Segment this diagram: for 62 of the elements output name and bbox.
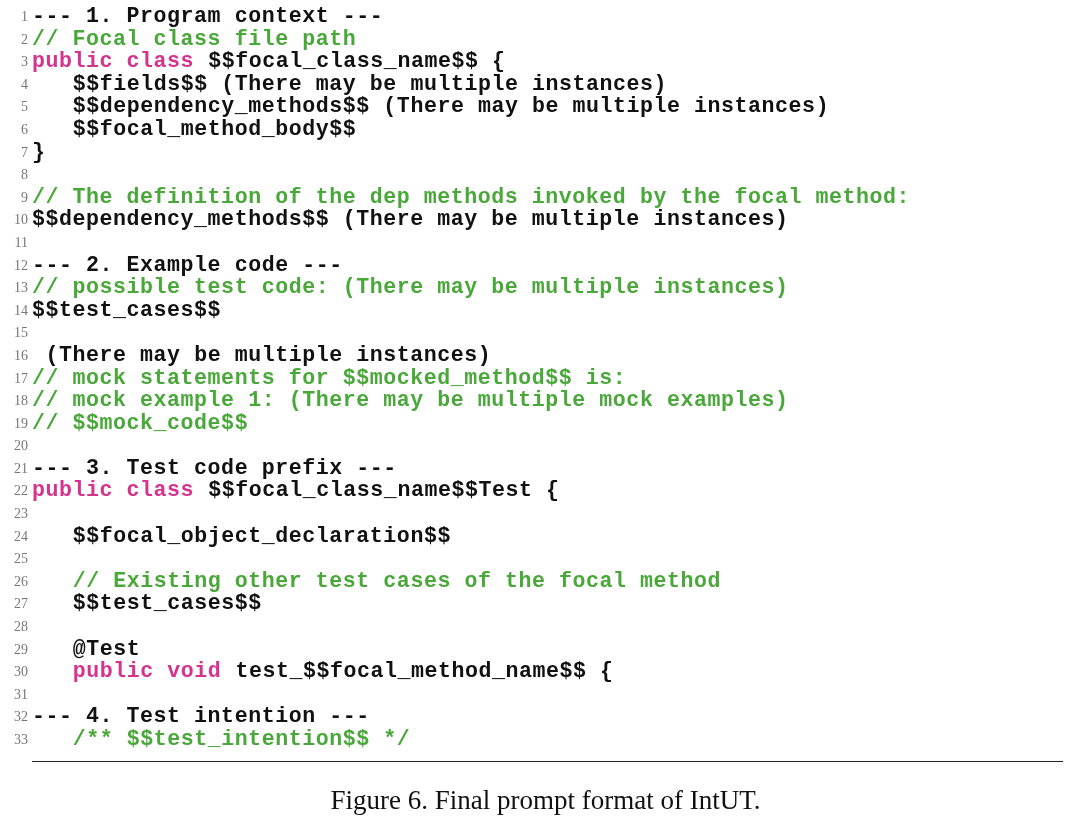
line-number: 3 — [20, 54, 28, 71]
line-number: 4 — [20, 76, 28, 93]
code-comment: // Focal class file path — [32, 27, 357, 51]
code-text: $$focal_method_body$$ — [72, 117, 357, 141]
line-number: 11 — [13, 234, 28, 251]
line-number: 8 — [20, 167, 28, 184]
line-number: 30 — [13, 664, 28, 681]
code-text: $$dependency_methods$$ (There may be multiple instances) — [72, 95, 830, 118]
line-number: 14 — [13, 302, 28, 319]
line-number: 31 — [13, 686, 28, 703]
code-text: $$test_cases$$ — [72, 592, 262, 616]
keyword-text: public class — [32, 479, 195, 503]
line-number: 16 — [13, 347, 28, 364]
code-text: $$focal_object_declaration$$ — [72, 524, 451, 548]
code-text: @Test — [72, 637, 141, 661]
code-text: --- 2. Example code --- — [32, 253, 343, 277]
keyword-text: public void — [72, 660, 222, 683]
line-number: 10 — [13, 212, 28, 229]
code-comment: // mock statements for $$mocked_method$$ is: — [32, 366, 627, 390]
line-number: 27 — [13, 596, 28, 613]
line-number: 6 — [20, 121, 28, 138]
code-text: $$focal_class_name$$ { — [208, 50, 506, 73]
line-number: 19 — [13, 415, 28, 432]
line-number: 5 — [20, 99, 28, 116]
line-number: 25 — [13, 551, 28, 568]
code-text: $$focal_class_name$$Test { — [208, 479, 560, 503]
line-number: 12 — [13, 257, 28, 274]
line-number: 29 — [13, 641, 28, 658]
code-text: --- 3. Test code prefix --- — [32, 456, 397, 480]
code-comment: // possible test code: (There may be multiple instances) — [32, 276, 789, 299]
line-number: 9 — [20, 189, 28, 206]
line-number: 26 — [13, 573, 28, 590]
code-text: $$test_cases$$ — [32, 298, 222, 322]
line-number: 18 — [13, 393, 28, 410]
line-number: 17 — [13, 370, 28, 387]
line-number: 33 — [13, 732, 28, 748]
line-number: 2 — [20, 31, 28, 48]
line-number: 23 — [13, 506, 28, 523]
code-comment: // $$mock_code$$ — [32, 411, 249, 435]
code-text: --- 4. Test intention --- — [32, 705, 370, 728]
code-text: } — [32, 140, 46, 164]
code-comment: // Existing other test cases of the focal method — [72, 569, 722, 593]
code-text: $$dependency_methods$$ (There may be multiple instances) — [32, 208, 789, 231]
line-number: 22 — [13, 483, 28, 500]
code-text: (There may be multiple instances) — [45, 343, 492, 367]
line-number: 21 — [13, 460, 28, 477]
code-text: test_$$focal_method_name$$ { — [235, 660, 614, 683]
line-number: 32 — [13, 709, 28, 726]
code-comment: // The definition of the dep methods invoked by the focal method: — [32, 185, 911, 209]
line-number: 15 — [13, 325, 28, 342]
keyword-text: public class — [32, 50, 195, 73]
line-number: 7 — [20, 144, 28, 161]
line-number: 1 — [20, 9, 28, 25]
line-number: 20 — [13, 438, 28, 455]
code-comment: /** $$test_intention$$ */ — [72, 728, 411, 751]
code-text: $$fields$$ (There may be multiple instances) — [72, 72, 668, 96]
line-number: 24 — [13, 528, 28, 545]
figure-caption: Figure 6. Final prompt format of IntUT. — [330, 785, 761, 816]
code-text: --- 1. Program context --- — [32, 5, 384, 28]
code-comment: // mock example 1: (There may be multiple mock examples) — [32, 389, 789, 412]
line-number: 13 — [13, 280, 28, 297]
line-number: 28 — [13, 619, 28, 636]
